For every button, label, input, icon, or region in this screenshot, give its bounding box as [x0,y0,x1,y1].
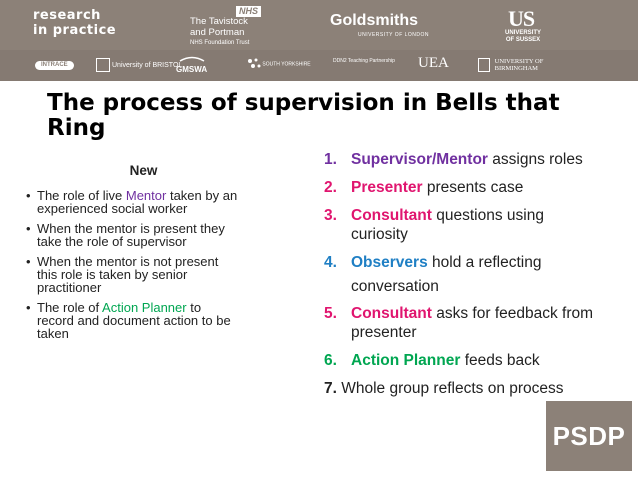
new-roles-column: New The role of live Mentor taken by an … [24,164,239,347]
column-heading: New [129,163,158,178]
uea-logo: UEA [418,55,449,71]
birmingham-line2: BIRMINGHAM [494,65,538,72]
mentor-highlight: Mentor [125,188,167,203]
step-role: Presenter [351,179,423,196]
swirl-icon [179,56,204,62]
south-yorkshire-text: SOUTH YORKSHIRE [262,61,311,68]
bullet-text: taken by an experienced social worker [37,188,238,216]
step-number: 5. [324,305,337,322]
rip-line1: research [33,8,101,23]
final-step: 7. Whole group reflects on process [324,379,594,398]
step-text: Whole group reflects on process [336,380,564,397]
bullet-text: to record and document action to be take… [37,300,231,341]
step-role: Consultant [351,305,432,322]
step-role: Observers [351,254,428,271]
south-yorkshire-logo: SOUTH YORKSHIRE [247,58,311,70]
slide-title: The process of supervision in Bells that… [47,90,560,141]
numbered-list: 5. Consultant asks for feedback from pres… [324,304,594,370]
step-number: 2. [324,179,337,196]
dots-icon [248,58,261,68]
birmingham-logo: UNIVERSITY OF BIRMINGHAM [478,58,543,72]
list-item: 1. Supervisor/Mentor assigns roles [324,150,594,169]
bullet-text: When the mentor is present they take the… [37,221,225,249]
intrace-logo: INTRACE [35,61,74,70]
list-item: The role of live Mentor taken by an expe… [24,189,239,215]
process-steps-column: 1. Supervisor/Mentor assigns roles 2. Pres… [324,150,594,398]
list-item: The role of Action Planner to record and… [24,301,239,340]
nhs-logo: NHS [236,6,262,17]
crest-icon [96,58,110,72]
step-role: Action Planner [351,352,461,369]
list-item: 3. Consultant questions using curiosity [324,206,594,244]
numbered-list: 1. Supervisor/Mentor assigns roles 2. Pres… [324,150,594,272]
step-text: feeds back [460,352,540,369]
goldsmiths-subtitle: UNIVERSITY OF LONDON [358,32,430,38]
step-text: questions using curiosity [351,207,544,243]
tavistock-line2: and Portman [190,27,245,38]
step-number: 1. [324,151,337,168]
sussex-subtitle: UNIVERSITY OF SUSSEX [505,30,541,44]
bullet-list: The role of live Mentor taken by an expe… [24,189,239,340]
sussex-line1: UNIVERSITY [505,30,542,36]
step-role: Supervisor/Mentor [351,151,488,168]
step-continuation: conversation [351,278,439,295]
step-text: hold a reflecting [427,254,542,271]
bristol-logo: University of BRISTOL [96,58,182,72]
action-planner-highlight: Action Planner [102,300,187,315]
sussex-logo: US [508,6,535,31]
bullet-text: When the mentor is not present this role… [37,254,219,295]
list-item: 6. Action Planner feeds back [324,351,594,370]
bullet-text: The role of live [37,188,126,203]
step-text: assigns roles [487,151,583,168]
step-role: Consultant [351,207,432,224]
tavistock-line3: NHS Foundation Trust [190,40,250,46]
gmswa-logo: GMSWA [176,54,207,74]
list-item: 2. Presenter presents case [324,178,594,197]
goldsmiths-logo: Goldsmiths [330,12,419,29]
sussex-line2: OF SUSSEX [505,37,541,43]
step-number: 7. [324,380,337,397]
rip-line2: in practice [33,23,117,38]
bristol-text: University of BRISTOL [112,61,183,69]
step-number: 3. [324,207,337,224]
step-text: presents case [422,179,524,196]
crest-icon [478,58,490,72]
bullet-text: The role of [37,300,103,315]
list-item: 4. Observers hold a reflecting [324,253,594,272]
teaching-partnership-logo: DDN2 Teaching Partnership [333,58,395,64]
step-number: 4. [324,254,337,271]
birmingham-line1: UNIVERSITY OF [494,58,544,65]
list-item: When the mentor is not present this role… [24,255,239,294]
step-text: asks for feedback from presenter [351,305,594,341]
step-number: 6. [324,352,337,369]
logo-banner-row2 [0,50,638,81]
list-item: When the mentor is present they take the… [24,222,239,248]
gmswa-text: GMSWA [176,65,208,74]
tavistock-logo: The Tavistock and Portman NHS Foundation… [190,16,249,49]
research-in-practice-logo: research in practice [33,8,116,38]
tavistock-line1: The Tavistock [190,16,248,27]
list-item: 5. Consultant asks for feedback from pres… [324,304,594,342]
psdp-logo: PSDP [546,401,632,471]
